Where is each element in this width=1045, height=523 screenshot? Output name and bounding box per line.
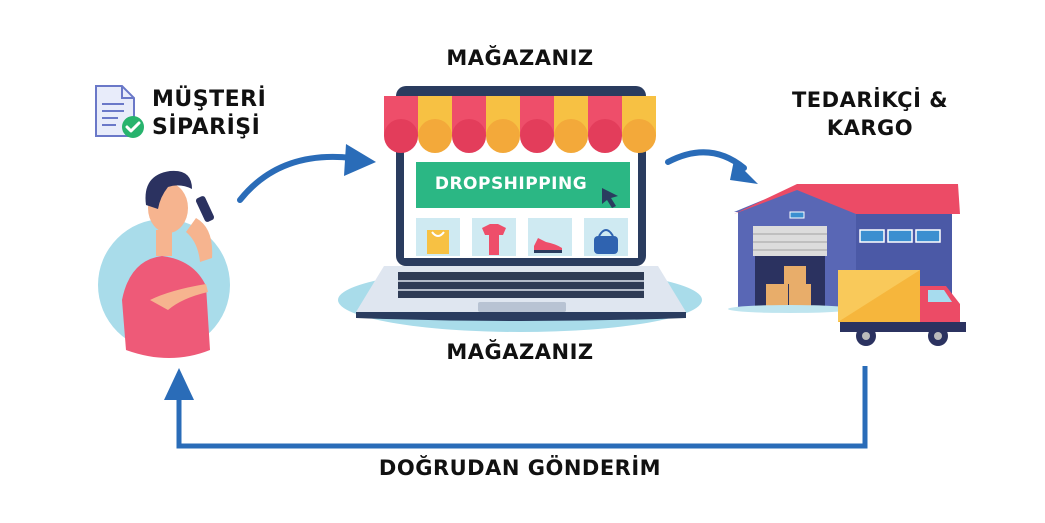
supplier-line-2: KARGO xyxy=(826,116,914,140)
store-top-label: MAĞAZANIZ xyxy=(446,46,594,70)
supplier-shipping-label: TEDARİKÇİ & KARGO xyxy=(770,86,970,142)
warehouse-icon xyxy=(728,184,960,313)
direct-shipping-label: DOĞRUDAN GÖNDERİM xyxy=(378,456,662,480)
arrow-to-warehouse xyxy=(665,149,758,184)
document-check-icon xyxy=(95,85,144,138)
supplier-line-1: TEDARİKÇİ & xyxy=(791,88,949,112)
store-bottom-label: MAĞAZANIZ xyxy=(446,340,594,364)
laptop-storefront-icon xyxy=(338,86,702,332)
screen-banner-text: DROPSHIPPING xyxy=(434,174,588,194)
person-on-phone-icon xyxy=(98,170,230,358)
customer-order-label: MÜŞTERİ SİPARİŞİ xyxy=(152,86,266,142)
shopping-bag-icon xyxy=(427,230,449,254)
arrow-to-store xyxy=(237,144,376,203)
customer-order-line-1: MÜŞTERİ xyxy=(152,87,267,112)
customer-order-line-2: SİPARİŞİ xyxy=(152,115,261,140)
tshirt-icon xyxy=(482,224,506,255)
direct-shipping-arrow xyxy=(164,366,868,449)
sneaker-icon xyxy=(534,238,562,253)
handbag-icon xyxy=(594,229,618,254)
delivery-truck-icon xyxy=(838,270,966,346)
